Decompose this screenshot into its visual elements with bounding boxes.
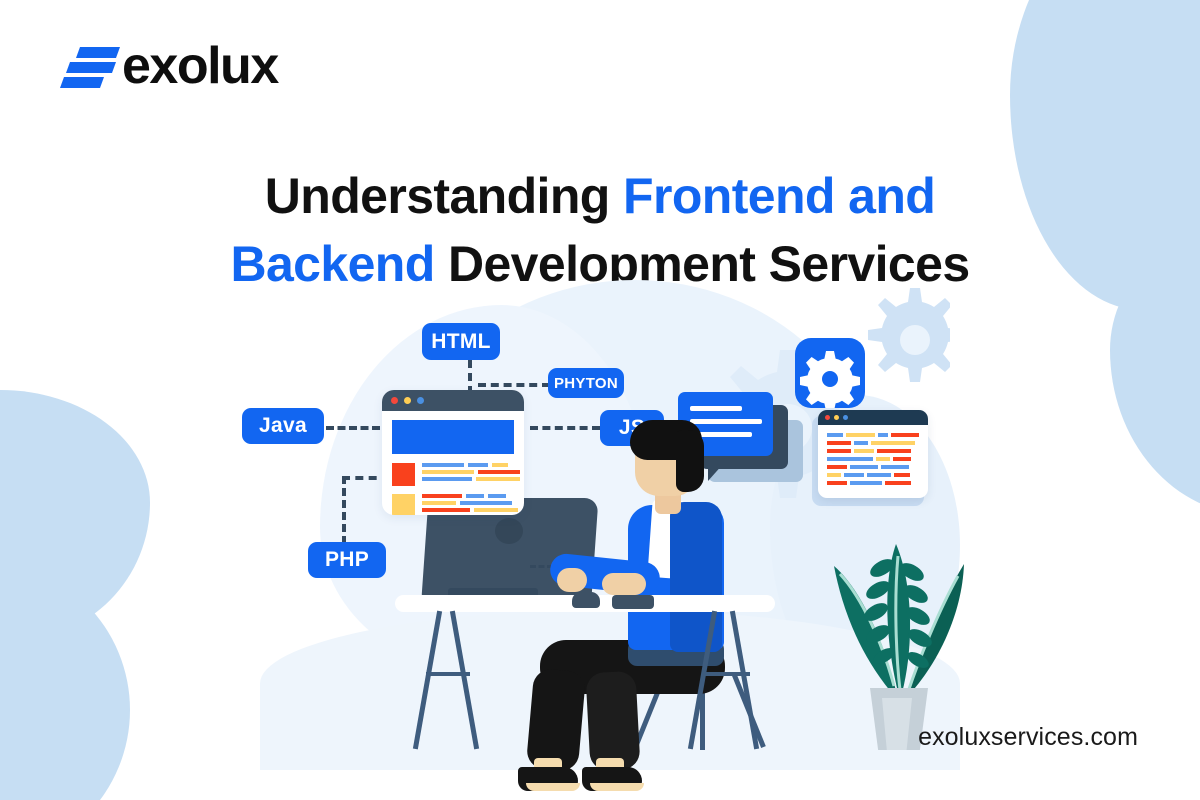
browser-mockup[interactable] [382,390,524,515]
browser-close-dot[interactable] [391,397,398,404]
keyboard [612,595,654,609]
chat-bubble-line [690,406,742,411]
gear-icon [800,351,860,411]
browser-hero-block [392,420,514,454]
tag-java[interactable]: Java [242,408,324,444]
connector-html [468,360,472,394]
website-url[interactable]: exoluxservices.com [918,723,1138,751]
page-title-line-1: Understanding Frontend and [0,162,1200,230]
chat-bubble-line [690,432,752,437]
page-title-line-2: Backend Development Services [0,230,1200,298]
code-content [818,425,928,493]
tag-python-label: PHYTON [553,374,619,392]
tag-php-label: PHP [324,548,370,571]
title-accent-frontend: Frontend and [623,167,936,224]
connector-php-v [342,476,346,544]
browser-content-row [392,494,518,515]
title-word-understanding: Understanding [264,167,624,224]
monitor-camera [495,518,523,544]
browser-text-lines [422,463,520,486]
tag-python[interactable]: PHYTON [548,368,624,398]
tag-php[interactable]: PHP [308,542,386,578]
desk-crossbar [426,672,470,676]
connector-java [326,426,380,430]
browser-thumbnail [392,463,415,486]
chat-bubble-line [690,419,762,424]
browser-titlebar [382,390,524,411]
browser-text-lines [422,494,518,515]
connector-python [478,383,550,387]
browser-maximize-dot[interactable] [417,397,424,404]
connector-js [530,426,600,430]
person-hand-right [602,573,646,595]
browser-minimize-dot[interactable] [404,397,411,404]
connector-php-h [342,476,390,480]
person-shoe-sole-left [526,783,580,791]
exolux-chevron-bars-icon [59,41,121,91]
potted-plant-icon [834,544,964,700]
title-word-development-services: Development Services [434,235,970,292]
person-shoe-sole-right [590,783,644,791]
browser-thumbnail [392,494,415,515]
computer-mouse [572,592,600,608]
person-hair-side [676,430,704,492]
person-shin-right [585,670,641,772]
page-title: Understanding Frontend and Backend Devel… [0,162,1200,298]
browser-content-row [392,463,520,486]
chat-bubble-back-tail [708,463,724,481]
code-minimize-dot[interactable] [834,415,839,420]
person-hand-left [557,568,587,592]
code-titlebar [818,410,928,425]
desk-crossbar [702,672,750,676]
code-maximize-dot[interactable] [843,415,848,420]
person-shin-left [525,667,587,773]
tag-html-label: HTML [431,329,491,353]
title-accent-backend: Backend [230,235,435,292]
code-close-dot[interactable] [825,415,830,420]
hero-illustration: HTML PHYTON Java JS PHP [230,280,990,791]
browser-content [382,411,524,515]
monitor-base [448,588,538,598]
plant-pot-highlight [882,698,912,750]
code-mockup[interactable] [818,410,928,498]
settings-gear-badge[interactable] [795,338,865,411]
chair-leg [700,670,705,750]
brand-logo-text: exolux [122,37,279,95]
tag-html[interactable]: HTML [422,323,500,360]
brand-logo[interactable]: exolux [59,36,279,96]
tag-java-label: Java [259,414,307,437]
person-jacket [670,502,722,652]
